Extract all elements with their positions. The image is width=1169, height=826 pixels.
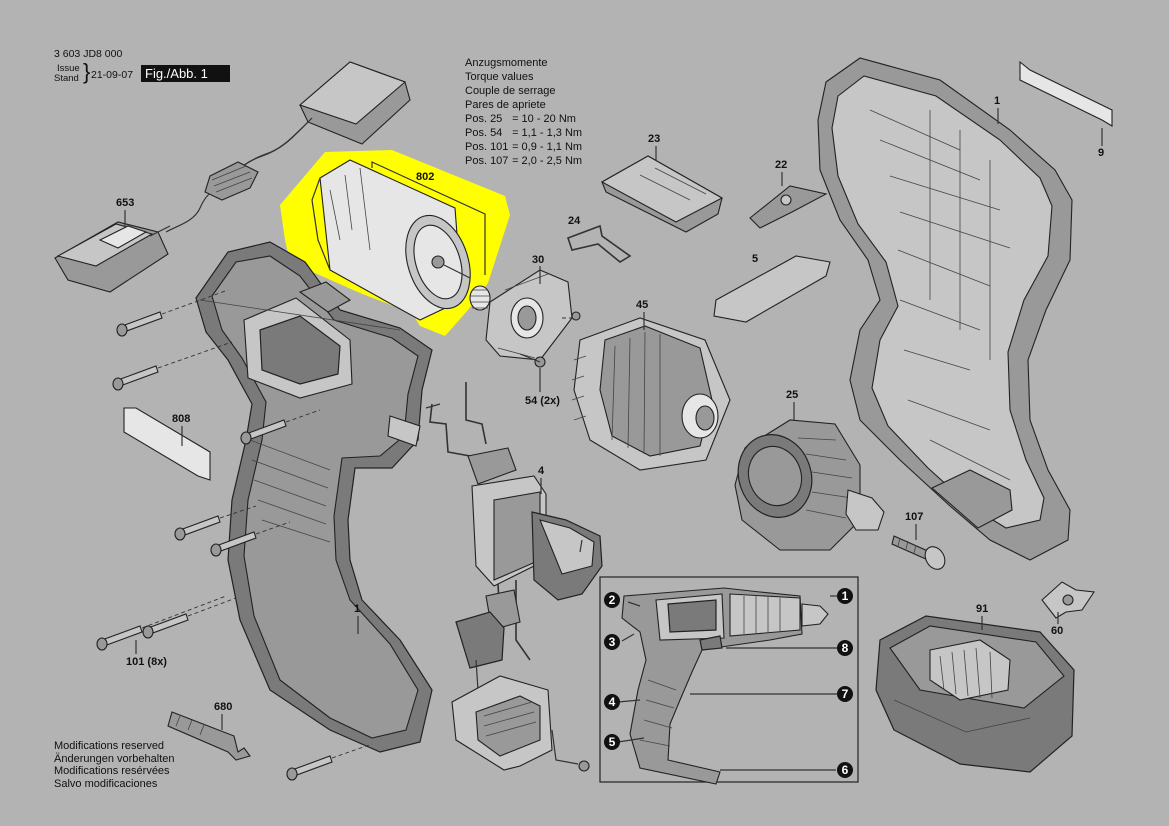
part-label-5: 5 <box>752 253 758 265</box>
callout-marker: 7 <box>837 686 853 702</box>
part-label-680: 680 <box>214 701 232 713</box>
torque-title-es: Pares de apriete <box>465 99 546 111</box>
callout-marker: 4 <box>604 694 620 710</box>
part-label-808: 808 <box>172 413 190 425</box>
callout-marker: 8 <box>837 640 853 656</box>
screw-101-set[interactable] <box>96 289 373 781</box>
doc-number: 3 603 JD8 000 <box>54 48 123 60</box>
screw-101 <box>174 505 257 541</box>
modifications-notice: Modifications reserved Änderungen vorbeh… <box>54 740 174 790</box>
part-label-23: 23 <box>648 133 660 145</box>
callout-number: 5 <box>609 735 616 749</box>
part-label-107: 107 <box>905 511 923 523</box>
part-label-24: 24 <box>568 215 581 227</box>
callout-number: 6 <box>842 763 849 777</box>
modifications-en: Modifications reserved <box>54 740 165 752</box>
part-label-4: 4 <box>538 465 545 477</box>
torque-value: = 1,1 - 1,3 Nm <box>512 127 583 139</box>
torque-row: Pos. 25 = 10 - 20 Nm <box>465 112 582 126</box>
callout-number: 1 <box>842 589 849 603</box>
label-strip-part[interactable] <box>1019 60 1113 127</box>
torque-value: = 10 - 20 Nm <box>512 113 576 125</box>
charger-cable-part[interactable] <box>165 61 411 233</box>
label-808-part[interactable] <box>123 407 211 481</box>
part-label-54: 54 (2x) <box>525 395 560 407</box>
badge-part[interactable] <box>749 185 828 229</box>
callout-marker: 5 <box>604 734 620 750</box>
screwdriver-bit-part[interactable] <box>167 711 251 761</box>
callout-number: 4 <box>609 695 616 709</box>
screw-101 <box>116 289 229 337</box>
pinion-gear <box>469 285 491 311</box>
screw-101 <box>142 597 237 639</box>
switch-assembly-part[interactable] <box>425 382 603 772</box>
brace-glyph: } <box>83 59 91 84</box>
charger-plug-part[interactable] <box>54 221 171 293</box>
modifications-de: Änderungen vorbehalten <box>54 752 175 765</box>
housing-left-part[interactable] <box>195 241 433 753</box>
screw-101 <box>240 409 321 445</box>
part-label-25: 25 <box>786 389 798 401</box>
callout-number: 8 <box>842 641 849 655</box>
part-label-45: 45 <box>636 299 648 311</box>
torque-pos: Pos. 101 <box>465 141 509 153</box>
torque-row: Pos. 107 = 2,0 - 2,5 Nm <box>465 154 582 168</box>
inset-view <box>599 576 859 785</box>
gearbox-part[interactable] <box>571 317 731 471</box>
gear-plate-part[interactable] <box>485 269 581 361</box>
screw-101 <box>286 743 373 781</box>
part-label-802: 802 <box>416 171 434 183</box>
callout-number: 3 <box>609 635 616 649</box>
housing-right-part[interactable] <box>817 57 1073 561</box>
callout-number: 7 <box>842 687 849 701</box>
part-label-60: 60 <box>1051 625 1063 637</box>
screw-54-part[interactable] <box>519 353 546 368</box>
torque-pos: Pos. 54 <box>465 127 503 139</box>
part-label-22: 22 <box>775 159 787 171</box>
issue-date: 21-09-07 <box>91 69 134 81</box>
torque-value: = 0,9 - 1,1 Nm <box>512 141 583 153</box>
part-label-653: 653 <box>116 197 134 209</box>
spring-clip-part[interactable] <box>566 224 632 263</box>
battery-pack-part[interactable] <box>875 615 1075 773</box>
screw-107-part[interactable] <box>891 535 949 573</box>
chuck-part[interactable] <box>727 419 885 551</box>
callout-marker: 3 <box>604 634 620 650</box>
torque-row: Pos. 54 = 1,1 - 1,3 Nm <box>465 126 582 140</box>
screw-101 <box>112 341 233 391</box>
figure-label: Fig./Abb. 1 <box>141 65 230 82</box>
callout-marker: 1 <box>837 588 853 604</box>
torque-value: = 2,0 - 2,5 Nm <box>512 155 583 167</box>
part-label-1-right: 1 <box>994 95 1000 107</box>
part-label-1-left: 1 <box>354 603 360 615</box>
screw-101 <box>96 595 227 651</box>
torque-pos: Pos. 25 <box>465 113 503 125</box>
part-label-101: 101 (8x) <box>126 656 167 668</box>
callout-number: 2 <box>609 593 616 607</box>
screw-101 <box>210 521 291 557</box>
stand-label: Stand <box>54 73 79 84</box>
torque-title-fr: Couple de serrage <box>465 85 556 97</box>
clip-60-part[interactable] <box>1041 581 1095 619</box>
torque-title-en: Torque values <box>465 71 534 83</box>
cover-cap-part[interactable] <box>600 155 724 233</box>
part-label-9: 9 <box>1098 147 1104 159</box>
modifications-fr: Modifications resérvées <box>54 765 170 777</box>
torque-pos: Pos. 107 <box>465 155 509 167</box>
motor-highlight-part[interactable] <box>280 150 510 336</box>
sticker-5-part[interactable] <box>713 255 831 323</box>
callout-marker: 6 <box>837 762 853 778</box>
issue-label: Issue <box>57 63 80 74</box>
torque-row: Pos. 101 = 0,9 - 1,1 Nm <box>465 140 582 154</box>
part-label-91: 91 <box>976 603 988 615</box>
torque-title-de: Anzugsmomente <box>465 57 548 69</box>
part-label-30: 30 <box>532 254 544 266</box>
modifications-es: Salvo modificaciones <box>54 777 158 790</box>
torque-values-block: Anzugsmomente Torque values Couple de se… <box>465 56 582 168</box>
callout-marker: 2 <box>604 592 620 608</box>
